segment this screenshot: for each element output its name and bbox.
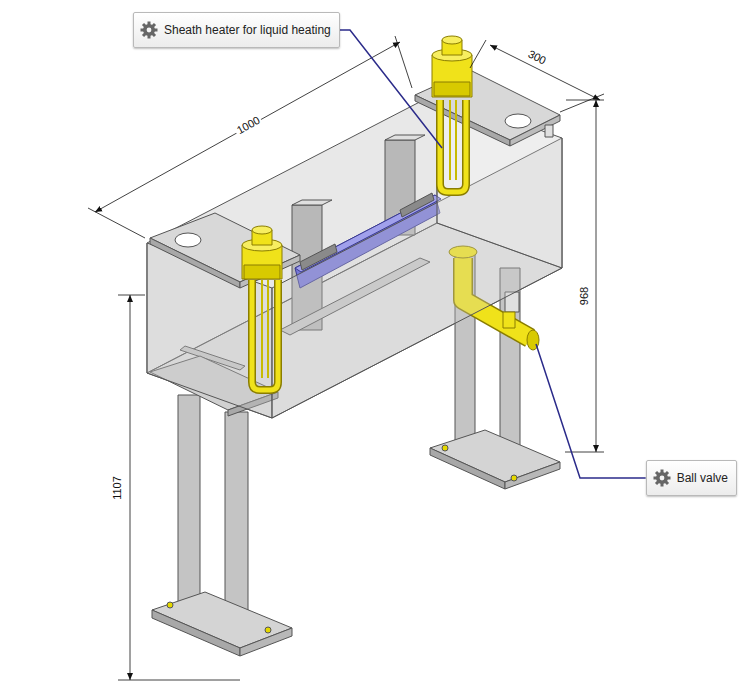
callout-box: Sheath heater for liquid heating [133,12,340,48]
callout-text: Sheath heater for liquid heating [164,23,331,37]
dimension-label: 968 [578,285,590,307]
dimension-lines [88,36,604,680]
dimension-label: 1000 [233,113,264,137]
callout-text: Ball valve [677,471,728,485]
gear-icon [653,469,671,487]
leader-line [340,30,442,148]
leader-line [536,344,646,478]
callout-box: Ball valve [646,460,737,496]
dimension-label: 1107 [111,474,123,502]
gear-icon [140,21,158,39]
